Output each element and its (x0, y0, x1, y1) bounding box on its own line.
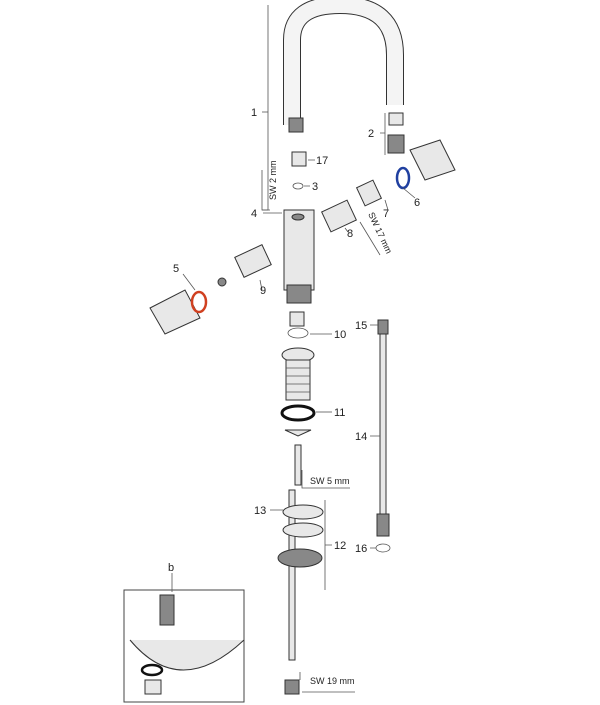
callout-b: b (168, 562, 174, 574)
threaded-shank (285, 359, 311, 401)
callout-11: 11 (334, 407, 345, 419)
callout-10: 10 (334, 329, 346, 341)
aerator (388, 112, 404, 126)
bolt (294, 444, 302, 486)
mixer-body (283, 209, 315, 291)
cartridge-9 (234, 244, 272, 278)
washer-16 (375, 543, 391, 553)
callout-9: 9 (260, 285, 266, 297)
nut-17 (291, 151, 307, 167)
washer-13 (282, 504, 324, 520)
supply-hose-left (288, 489, 296, 661)
callout-4: 4 (251, 208, 257, 220)
callout-7: 7 (383, 208, 389, 220)
supply-hose-right (379, 333, 387, 515)
callout-3: 3 (312, 181, 318, 193)
callout-15: 15 (355, 320, 367, 332)
callout-6: 6 (414, 197, 420, 209)
oring-3 (292, 182, 304, 190)
tool-label-sw5: SW 5 mm (310, 476, 350, 486)
oring-red-left (190, 290, 208, 314)
tool-label-sw19: SW 19 mm (310, 676, 355, 686)
callout-12: 12 (334, 540, 346, 552)
tool-label-sw2: SW 2 mm (268, 161, 278, 201)
spout-end (288, 117, 304, 133)
wrench-sw17 (359, 221, 381, 256)
callout-13: 13 (254, 505, 266, 517)
tool-label-sw17: SW 17 mm (366, 211, 394, 256)
oring-11 (280, 404, 316, 422)
callout-2: 2 (368, 128, 374, 140)
callout-17: 17 (316, 155, 328, 167)
cartridge-8 (320, 199, 358, 233)
handle-cap-left (149, 289, 201, 335)
callout-8: 8 (347, 228, 353, 240)
callout-14: 14 (355, 431, 367, 443)
callout-1: 1 (251, 107, 257, 119)
oring-10 (287, 327, 309, 339)
callout-16: 16 (355, 543, 367, 555)
plate-12 (277, 548, 323, 568)
handle-cap-right (409, 139, 456, 181)
oring-blue-right (395, 166, 411, 190)
valve-7 (355, 179, 383, 207)
callout-5: 5 (173, 263, 179, 275)
wing-nut (284, 429, 312, 437)
